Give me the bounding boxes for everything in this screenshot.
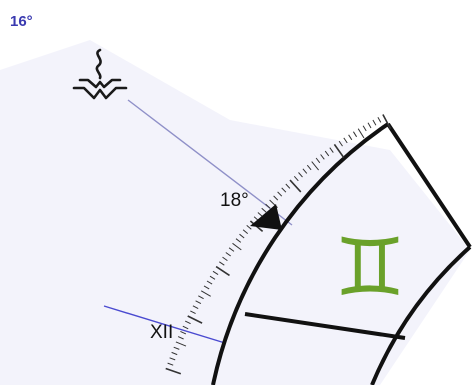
degree-tick [177,336,184,340]
degree-tick [200,290,211,297]
house-xii-cusp-line [103,305,226,344]
planet-pointer-line [127,99,293,226]
degree-tick [372,119,377,126]
degree-tick [338,140,343,147]
degree-tick [261,207,267,213]
degree-tick [169,357,176,361]
degree-tick [362,125,367,132]
corner-degree-label: 16° [10,13,33,30]
sign-boundary-lower [244,312,406,340]
degree-tick [257,212,263,217]
degree-tick [180,330,187,335]
degree-tick [315,157,321,164]
degree-tick [192,305,199,310]
degree-tick [311,161,319,171]
house-xii-label: XII [150,322,173,343]
degree-tick [352,131,358,138]
degree-tick [195,300,202,305]
south-node-icon [72,48,128,100]
degree-tick [281,187,287,193]
degree-tick [190,310,196,315]
degree-tick [225,252,231,257]
planet-shade-wedge [0,40,470,385]
degree-tick [320,154,325,160]
degree-tick [324,150,330,157]
degree-tick [293,175,299,182]
degree-tick [222,256,228,262]
degree-tick [167,362,174,366]
zodiac-outer-arc [211,122,390,386]
zodiac-inner-arc [370,245,472,386]
degree-tick [298,172,303,178]
degree-tick [203,285,210,290]
degree-tick [277,191,283,197]
sign-boundary-upper [386,122,472,249]
degree-tick [306,164,312,171]
degree-tick [302,168,308,174]
degree-tick [212,270,219,276]
degree-tick [246,225,252,230]
degree-tick [285,183,291,189]
degree-tick [235,238,242,243]
degree-tick [187,315,203,324]
degree-tick [242,229,249,234]
degree-tick [357,128,365,139]
planet-position-marker [250,204,282,230]
degree-tick [206,280,213,285]
degree-tick [171,351,178,356]
degree-tick [198,295,204,300]
degree-tick [348,134,353,141]
degree-tick [273,195,279,201]
degree-tick [329,147,334,153]
degree-tick [377,116,382,123]
degree-tick [209,275,216,280]
degree-tick [265,203,271,209]
degree-tick [232,242,242,251]
degree-tick [184,320,191,325]
degree-tick [215,265,230,277]
gemini-sign-glyph: ♊ [334,221,406,314]
degree-tick [182,325,189,330]
degree-tick [228,247,235,252]
degree-tick [343,137,348,144]
degree-tick [333,143,345,158]
degree-tick [382,114,392,129]
degree-tick [289,179,302,193]
degree-tick [175,341,187,347]
degree-tick [173,346,180,350]
degree-tick [239,233,245,239]
degree-tick [219,261,225,266]
planet-degree-label: 18° [220,190,249,211]
degree-tick [367,122,372,129]
degree-tick [165,367,182,375]
